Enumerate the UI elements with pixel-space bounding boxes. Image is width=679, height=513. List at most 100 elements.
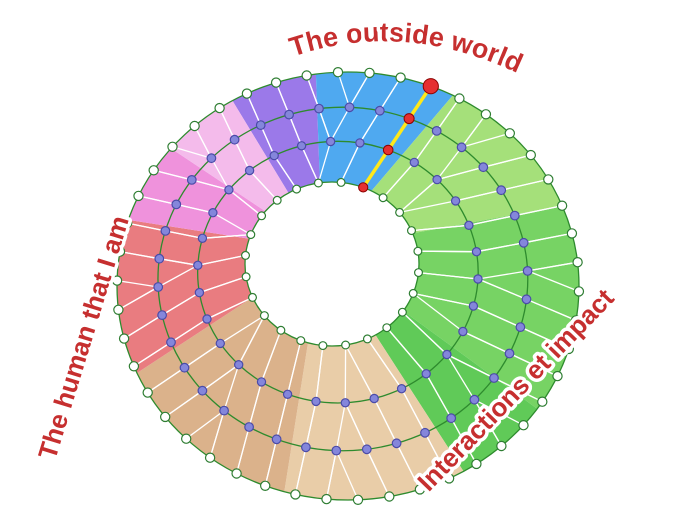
node-ring-1[interactable] bbox=[489, 373, 499, 383]
node-ring-1[interactable] bbox=[509, 210, 520, 221]
node-ring-1[interactable] bbox=[478, 162, 489, 173]
node-ring-2[interactable] bbox=[340, 398, 350, 408]
node-ring-0[interactable] bbox=[552, 370, 563, 382]
node-ring-0[interactable] bbox=[414, 484, 426, 495]
node-ring-1[interactable] bbox=[344, 102, 355, 113]
node-ring-3[interactable] bbox=[318, 341, 328, 351]
node-ring-0[interactable] bbox=[504, 128, 515, 139]
node-ring-1[interactable] bbox=[374, 105, 385, 116]
node-ring-1[interactable] bbox=[206, 153, 217, 164]
node-ring-3[interactable] bbox=[341, 340, 351, 350]
node-ring-0[interactable] bbox=[290, 489, 301, 500]
node-ring-3[interactable] bbox=[414, 268, 424, 278]
node-ring-1[interactable] bbox=[219, 405, 230, 416]
node-ring-2[interactable] bbox=[282, 389, 293, 399]
node-ring-0[interactable] bbox=[537, 396, 548, 407]
node-ring-1[interactable] bbox=[361, 444, 372, 455]
node-ring-0[interactable] bbox=[570, 315, 582, 326]
node-ring-3[interactable] bbox=[407, 226, 417, 236]
node-ring-0[interactable] bbox=[270, 77, 282, 88]
node-ring-0[interactable] bbox=[352, 494, 364, 505]
selected-node[interactable] bbox=[422, 78, 439, 95]
node-ring-2[interactable] bbox=[442, 349, 452, 360]
node-ring-1[interactable] bbox=[504, 348, 515, 359]
node-ring-2[interactable] bbox=[197, 233, 208, 243]
node-ring-1[interactable] bbox=[160, 225, 171, 236]
node-ring-0[interactable] bbox=[241, 88, 253, 99]
node-ring-1[interactable] bbox=[420, 427, 430, 438]
node-ring-1[interactable] bbox=[301, 442, 311, 453]
node-ring-3[interactable] bbox=[382, 323, 392, 333]
node-ring-1[interactable] bbox=[431, 125, 442, 136]
node-ring-3[interactable] bbox=[257, 211, 267, 221]
node-ring-0[interactable] bbox=[563, 343, 575, 355]
node-ring-1[interactable] bbox=[515, 322, 526, 333]
node-ring-2[interactable] bbox=[269, 150, 279, 161]
node-ring-0[interactable] bbox=[471, 458, 482, 470]
node-ring-0[interactable] bbox=[496, 440, 507, 452]
node-ring-3[interactable] bbox=[378, 193, 388, 203]
node-ring-1[interactable] bbox=[284, 109, 295, 120]
node-ring-1[interactable] bbox=[456, 142, 467, 153]
node-ring-0[interactable] bbox=[443, 473, 455, 484]
node-ring-2[interactable] bbox=[224, 185, 234, 195]
node-ring-2[interactable] bbox=[409, 157, 419, 168]
node-ring-0[interactable] bbox=[321, 493, 332, 505]
node-ring-2[interactable] bbox=[355, 138, 365, 148]
node-ring-3[interactable] bbox=[276, 325, 286, 335]
node-ring-2[interactable] bbox=[450, 196, 461, 206]
node-ring-3[interactable] bbox=[241, 272, 251, 282]
node-ring-1[interactable] bbox=[244, 422, 255, 432]
node-ring-0[interactable] bbox=[384, 491, 395, 502]
node-ring-0[interactable] bbox=[113, 304, 124, 315]
node-ring-0[interactable] bbox=[543, 174, 554, 185]
node-ring-0[interactable] bbox=[573, 286, 585, 297]
node-ring-2[interactable] bbox=[471, 246, 482, 257]
node-ring-0[interactable] bbox=[121, 217, 133, 229]
node-ring-0[interactable] bbox=[364, 67, 375, 79]
node-ring-0[interactable] bbox=[167, 141, 178, 152]
node-ring-0[interactable] bbox=[525, 149, 537, 161]
node-ring-0[interactable] bbox=[395, 72, 406, 83]
node-ring-3[interactable] bbox=[408, 288, 418, 298]
node-ring-2[interactable] bbox=[194, 287, 205, 298]
node-ring-2[interactable] bbox=[244, 165, 255, 176]
node-ring-3[interactable] bbox=[336, 177, 346, 187]
node-ring-2[interactable] bbox=[396, 384, 407, 394]
node-ring-2[interactable] bbox=[296, 141, 307, 151]
node-ring-1[interactable] bbox=[522, 266, 533, 276]
node-ring-1[interactable] bbox=[179, 362, 190, 373]
node-ring-0[interactable] bbox=[556, 200, 568, 211]
node-ring-1[interactable] bbox=[469, 394, 480, 405]
node-ring-2[interactable] bbox=[208, 207, 218, 218]
node-ring-2[interactable] bbox=[421, 369, 431, 379]
node-ring-0[interactable] bbox=[572, 257, 583, 268]
node-ring-2[interactable] bbox=[458, 326, 468, 337]
node-ring-2[interactable] bbox=[468, 301, 479, 311]
node-ring-0[interactable] bbox=[128, 361, 140, 372]
node-ring-3[interactable] bbox=[395, 207, 405, 217]
node-ring-0[interactable] bbox=[189, 120, 200, 132]
node-ring-0[interactable] bbox=[454, 93, 465, 104]
node-ring-2[interactable] bbox=[432, 174, 442, 185]
node-ring-0[interactable] bbox=[142, 387, 153, 398]
node-ring-3[interactable] bbox=[272, 195, 282, 205]
selected-node[interactable] bbox=[358, 182, 369, 193]
node-ring-3[interactable] bbox=[259, 311, 269, 321]
node-ring-1[interactable] bbox=[154, 253, 165, 264]
node-ring-0[interactable] bbox=[133, 190, 144, 202]
node-ring-2[interactable] bbox=[215, 338, 225, 349]
node-ring-1[interactable] bbox=[331, 445, 342, 456]
node-ring-0[interactable] bbox=[231, 468, 242, 479]
node-ring-1[interactable] bbox=[391, 438, 402, 449]
node-ring-1[interactable] bbox=[271, 434, 282, 445]
node-ring-1[interactable] bbox=[171, 199, 182, 210]
node-ring-0[interactable] bbox=[118, 333, 130, 344]
node-ring-0[interactable] bbox=[204, 452, 216, 463]
node-ring-3[interactable] bbox=[362, 334, 372, 344]
node-ring-1[interactable] bbox=[186, 174, 197, 185]
node-ring-0[interactable] bbox=[260, 480, 271, 491]
node-ring-2[interactable] bbox=[193, 260, 203, 270]
node-ring-2[interactable] bbox=[311, 396, 321, 407]
node-ring-0[interactable] bbox=[159, 411, 171, 423]
